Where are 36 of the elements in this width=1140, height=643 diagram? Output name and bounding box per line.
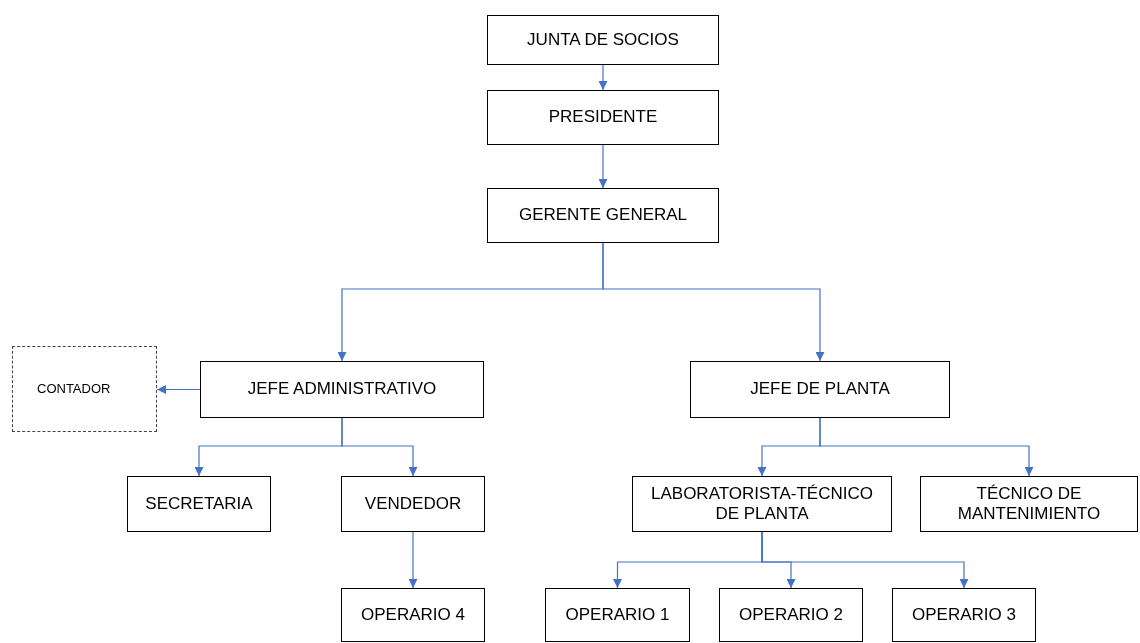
role-label: TÉCNICO DE MANTENIMIENTO [956, 483, 1102, 525]
org-box [12, 346, 157, 432]
org-box [127, 476, 271, 532]
org-box [487, 15, 719, 65]
role-label: OPERARIO 1 [565, 604, 670, 626]
connector-arrow [156, 385, 201, 394]
org-box [341, 476, 485, 532]
role-label: PRESIDENTE [548, 107, 658, 128]
org-box [632, 476, 892, 532]
connector-arrow [598, 64, 608, 91]
connector-arrow [602, 242, 825, 362]
role-label: GERENTE GENERAL [518, 205, 688, 226]
role-label: SECRETARIA [145, 493, 253, 515]
org-box [200, 361, 484, 418]
role-label: JUNTA DE SOCIOS [527, 29, 679, 51]
connector-arrow [598, 144, 608, 189]
role-label: VENDEDOR [364, 493, 462, 515]
org-box [487, 188, 719, 243]
role-label: OPERARIO 2 [739, 604, 843, 626]
org-box [487, 90, 719, 145]
role-label: OPERARIO 3 [912, 604, 1016, 626]
role-label: LABORATORISTA-TÉCNICO DE PLANTA [650, 483, 874, 525]
role-label: OPERARIO 4 [361, 604, 465, 626]
connector-arrow [819, 417, 1034, 477]
org-box [920, 476, 1138, 532]
role-label: JEFE DE PLANTA [750, 379, 890, 400]
org-box [892, 588, 1036, 642]
connector-arrow [341, 417, 418, 477]
org-box [690, 361, 950, 418]
org-box [341, 588, 485, 642]
role-label: CONTADOR [37, 381, 111, 397]
connector-arrow [761, 531, 969, 589]
org-box [719, 588, 863, 642]
org-box [545, 588, 690, 642]
role-label: JEFE ADMINISTRATIVO [247, 379, 437, 400]
connector-arrow [408, 531, 418, 589]
